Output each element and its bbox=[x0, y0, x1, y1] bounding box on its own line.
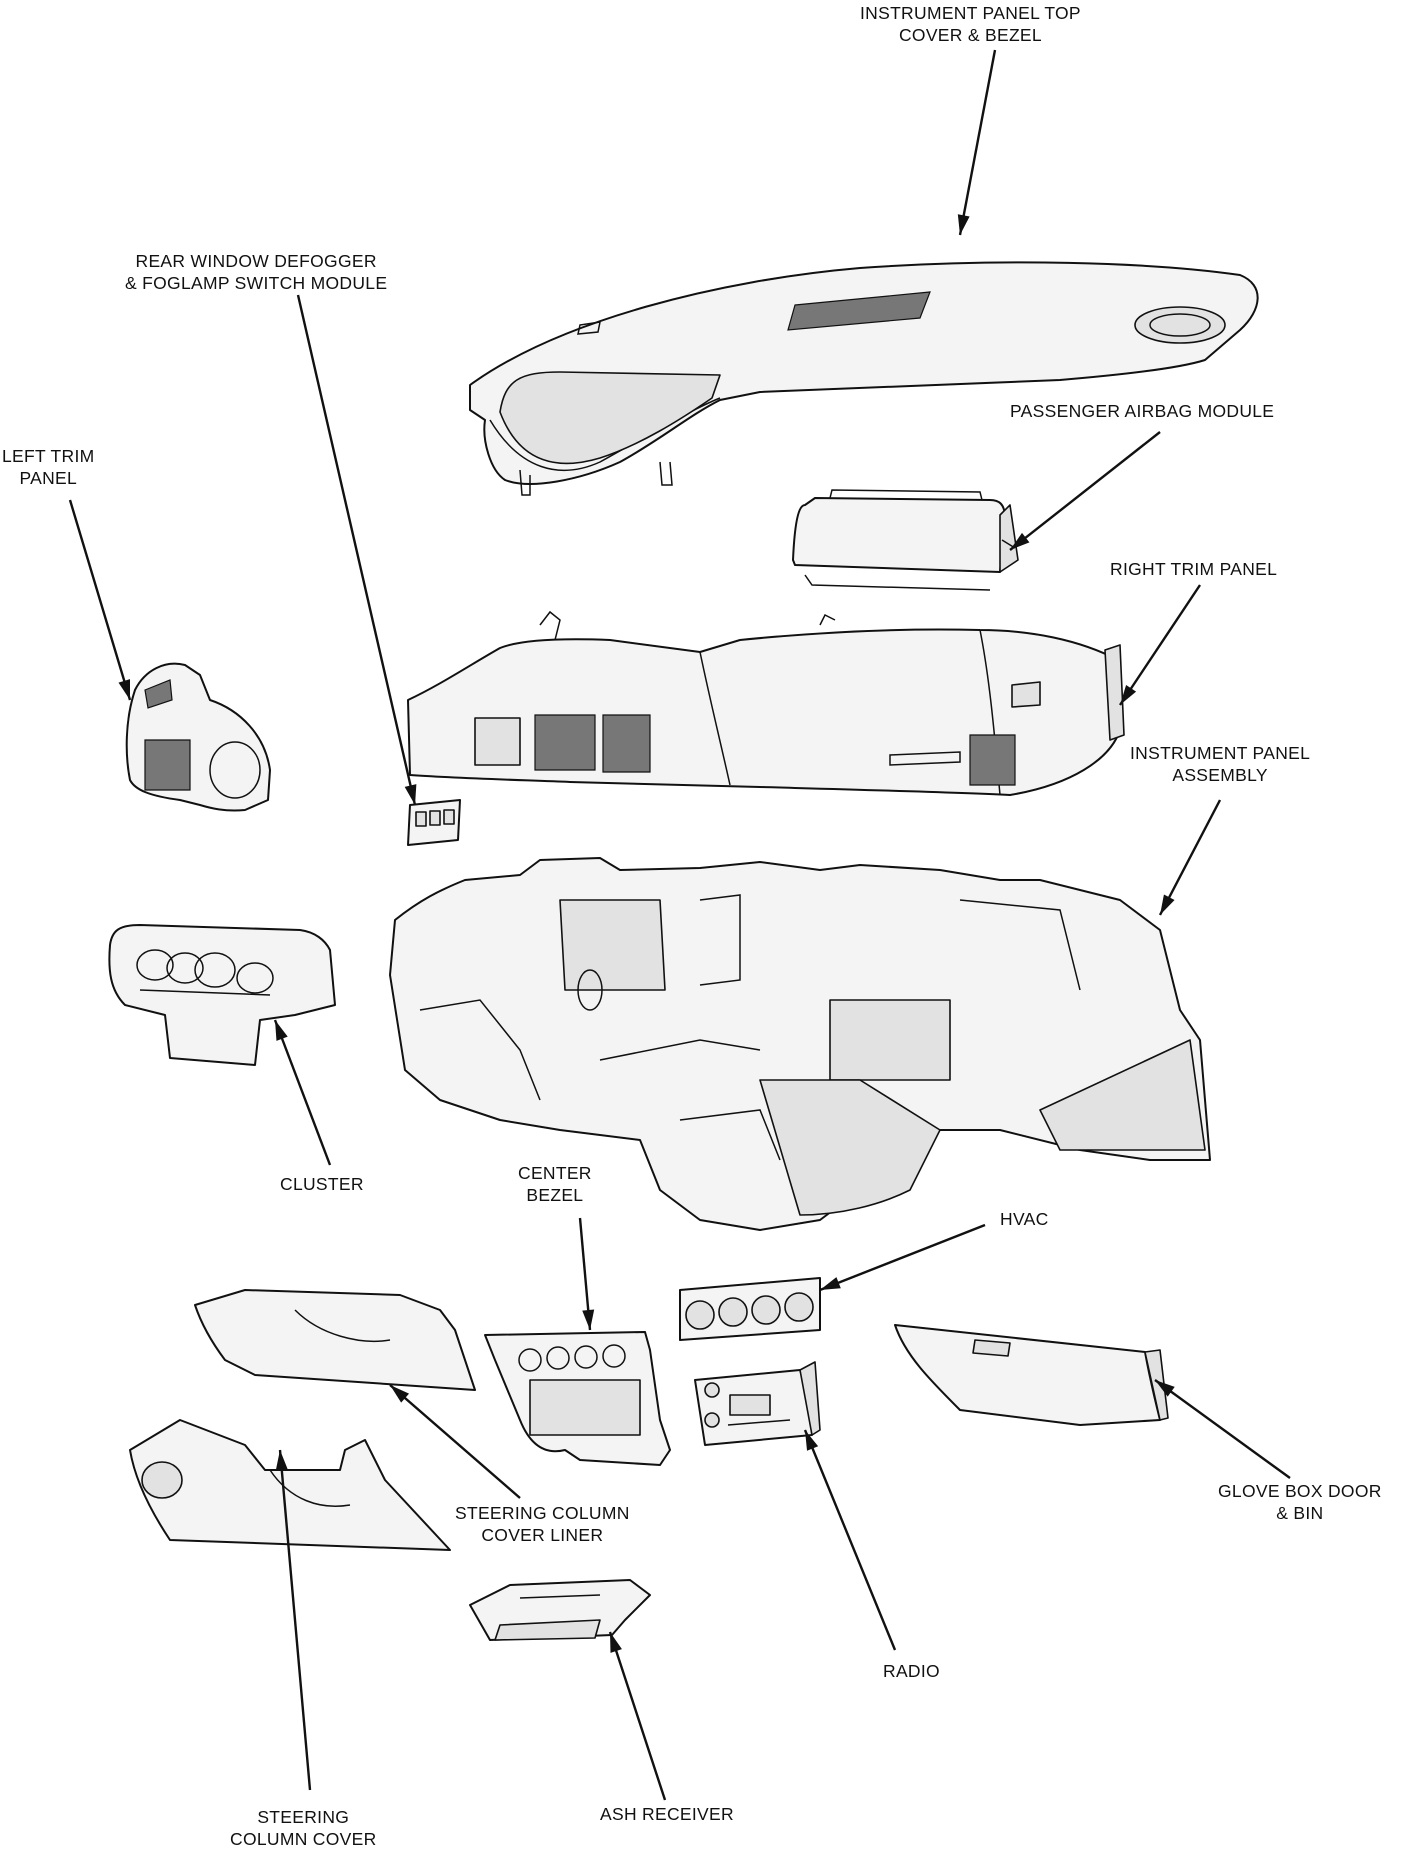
hvac-control-part bbox=[679, 1277, 821, 1341]
steering-column-cover-part bbox=[129, 1419, 451, 1551]
leader-glove-box-door bbox=[1154, 1379, 1291, 1479]
leader-hvac bbox=[819, 1223, 986, 1292]
leader-instrument-panel-top-arrowhead bbox=[957, 214, 970, 235]
label-line-2: COVER & BEZEL bbox=[898, 25, 1042, 45]
instrument-panel-structure-part bbox=[389, 857, 1211, 1231]
label-center-bezel: CENTER BEZEL bbox=[518, 1162, 592, 1206]
label-glove-box-door: GLOVE BOX DOOR & BIN bbox=[1218, 1480, 1382, 1524]
label-cluster: CLUSTER bbox=[280, 1173, 364, 1195]
label-line-2: & FOGLAMP SWITCH MODULE bbox=[125, 273, 388, 293]
leader-instrument-panel-assembly bbox=[1158, 799, 1222, 916]
leader-steering-column-cover-liner bbox=[389, 1384, 521, 1499]
label-instrument-panel-assembly: INSTRUMENT PANEL ASSEMBLY bbox=[1130, 742, 1310, 786]
label-line-1: REAR WINDOW DEFOGGER bbox=[135, 251, 377, 271]
center-bezel-part bbox=[484, 1331, 671, 1466]
label-line-1: RADIO bbox=[883, 1661, 940, 1681]
leader-ash-receiver-arrowhead bbox=[610, 1632, 622, 1653]
label-line-1: CLUSTER bbox=[280, 1174, 364, 1194]
label-rear-window-defogger: REAR WINDOW DEFOGGER & FOGLAMP SWITCH MO… bbox=[125, 250, 387, 294]
label-line-1: STEERING COLUMN bbox=[455, 1503, 630, 1523]
label-line-1: GLOVE BOX DOOR bbox=[1218, 1481, 1382, 1501]
label-line-1: STEERING bbox=[257, 1807, 350, 1827]
instrument-panel-top-cover-part bbox=[469, 261, 1259, 496]
label-steering-column-cover-liner: STEERING COLUMN COVER LINER bbox=[455, 1502, 630, 1546]
label-line-1: INSTRUMENT PANEL TOP bbox=[860, 3, 1081, 23]
leader-left-trim-panel-arrowhead bbox=[118, 679, 130, 700]
leader-radio-arrowhead bbox=[805, 1430, 819, 1451]
passenger-airbag-module-part bbox=[792, 489, 1019, 591]
label-right-trim-panel: RIGHT TRIM PANEL bbox=[1110, 558, 1277, 580]
leader-left-trim-panel bbox=[68, 499, 132, 701]
leader-radio bbox=[803, 1429, 897, 1651]
leader-steering-column-cover-arrowhead bbox=[275, 1450, 288, 1471]
leader-glove-box-door-arrowhead bbox=[1155, 1380, 1175, 1397]
leader-right-trim-panel-arrowhead bbox=[1120, 685, 1137, 705]
leader-steering-column-cover-liner-arrowhead bbox=[390, 1385, 410, 1403]
label-line-2: COVER LINER bbox=[481, 1525, 604, 1545]
label-line-2: PANEL bbox=[19, 468, 78, 488]
leader-right-trim-panel bbox=[1119, 584, 1201, 706]
label-radio: RADIO bbox=[883, 1660, 940, 1682]
leader-rear-window-defogger bbox=[296, 294, 417, 806]
label-line-2: & BIN bbox=[1276, 1503, 1324, 1523]
leader-center-bezel-arrowhead bbox=[582, 1309, 595, 1330]
label-line-1: ASH RECEIVER bbox=[600, 1804, 734, 1824]
radio-part bbox=[694, 1361, 821, 1446]
instrument-panel-assembly-part bbox=[407, 610, 1125, 796]
ash-receiver-part bbox=[469, 1579, 651, 1641]
label-line-1: PASSENGER AIRBAG MODULE bbox=[1010, 401, 1275, 421]
steering-column-cover-liner-part bbox=[194, 1289, 476, 1391]
label-line-2: BEZEL bbox=[526, 1185, 584, 1205]
label-ash-receiver: ASH RECEIVER bbox=[600, 1803, 734, 1825]
label-passenger-airbag-module: PASSENGER AIRBAG MODULE bbox=[1010, 400, 1274, 422]
leader-lines bbox=[68, 49, 1291, 1801]
leader-rear-window-defogger-arrowhead bbox=[404, 784, 417, 805]
label-line-1: RIGHT TRIM PANEL bbox=[1110, 559, 1278, 579]
leader-passenger-airbag-arrowhead bbox=[1010, 532, 1030, 550]
leader-cluster bbox=[273, 1019, 332, 1166]
label-line-1: INSTRUMENT PANEL bbox=[1130, 743, 1311, 763]
label-line-1: HVAC bbox=[1000, 1209, 1049, 1229]
label-steering-column-cover: STEERING COLUMN COVER bbox=[230, 1806, 377, 1850]
leader-passenger-airbag bbox=[1009, 431, 1161, 551]
leader-instrument-panel-top bbox=[958, 49, 997, 236]
label-line-2: COLUMN COVER bbox=[230, 1829, 377, 1849]
leader-hvac-arrowhead bbox=[820, 1277, 841, 1290]
left-trim-panel-part bbox=[125, 662, 271, 812]
leader-cluster-arrowhead bbox=[275, 1020, 288, 1041]
leader-steering-column-cover bbox=[278, 1449, 312, 1791]
leader-ash-receiver bbox=[608, 1631, 667, 1801]
leader-instrument-panel-assembly-arrowhead bbox=[1160, 894, 1175, 915]
cluster-part bbox=[108, 924, 336, 1066]
label-left-trim-panel: LEFT TRIM PANEL bbox=[2, 445, 94, 489]
label-line-1: LEFT TRIM bbox=[2, 446, 95, 466]
label-line-1: CENTER bbox=[518, 1163, 592, 1183]
label-line-2: ASSEMBLY bbox=[1172, 765, 1268, 785]
glove-box-door-part bbox=[894, 1324, 1169, 1426]
defogger-switch-module-part bbox=[407, 799, 461, 846]
label-hvac: HVAC bbox=[1000, 1208, 1049, 1230]
label-instrument-panel-top-cover: INSTRUMENT PANEL TOP COVER & BEZEL bbox=[860, 2, 1081, 46]
